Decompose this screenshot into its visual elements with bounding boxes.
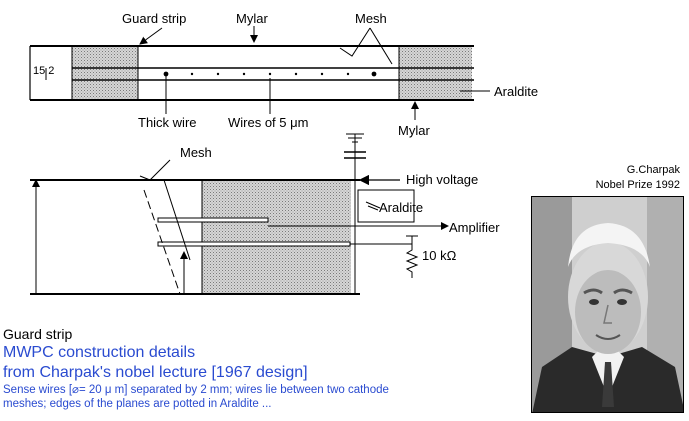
credit-prize: Nobel Prize 1992 <box>595 179 680 191</box>
caption-description-line1: Sense wires [⌀= 20 μ m] separated by 2 m… <box>3 384 389 396</box>
charpak-portrait <box>531 196 684 413</box>
label-mylar-bottom: Mylar <box>398 123 430 138</box>
label-thick-wire: Thick wire <box>138 115 197 130</box>
label-guard-strip-top: Guard strip <box>122 11 187 26</box>
label-resistor: 10 kΩ <box>422 248 457 263</box>
caption-title-line1: MWPC construction details <box>3 344 196 361</box>
label-amplifier: Amplifier <box>449 220 500 235</box>
caption-guard-strip: Guard strip <box>3 326 73 342</box>
araldite-block-right-top <box>399 46 472 100</box>
label-mesh-top: Mesh <box>355 11 387 26</box>
top-cross-section <box>29 26 490 120</box>
label-araldite-top: Araldite <box>494 84 539 99</box>
label-high-voltage: High voltage <box>406 172 479 187</box>
portrait-image <box>532 197 683 412</box>
label-mylar-top: Mylar <box>236 11 268 26</box>
bottom-cross-section <box>30 133 449 295</box>
araldite-block-bottom <box>202 180 351 294</box>
araldite-block-left-top <box>72 46 138 100</box>
thick-wire-right <box>371 71 377 77</box>
label-dimension: 15 2 <box>33 65 55 77</box>
thick-wire-left <box>163 71 169 77</box>
caption-title-line2: from Charpak's nobel lecture [1967 desig… <box>3 364 308 381</box>
credit-name: G.Charpak <box>626 164 680 176</box>
caption-description-line2: meshes; edges of the planes are potted i… <box>3 398 272 410</box>
label-wires: Wires of 5 μm <box>228 115 309 130</box>
label-mesh-bottom: Mesh <box>180 145 212 160</box>
label-araldite-bottom: Araldite <box>379 200 424 215</box>
